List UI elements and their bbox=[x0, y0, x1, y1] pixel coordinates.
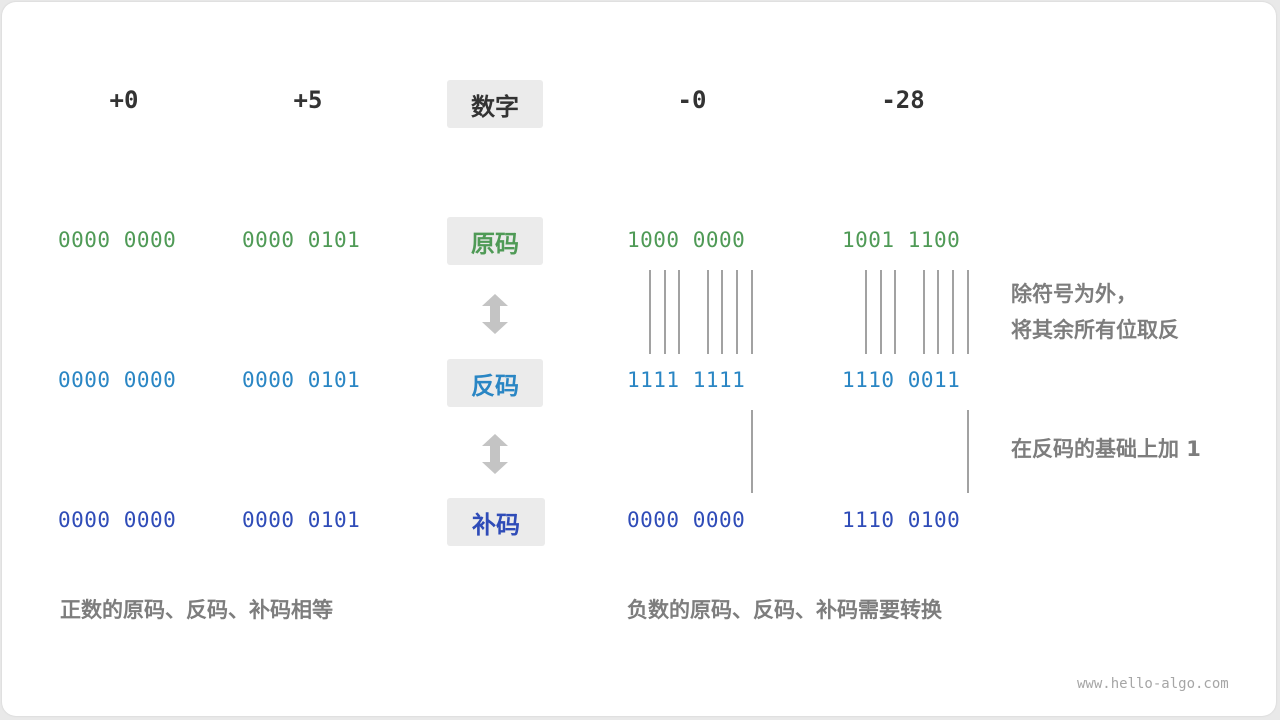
double-arrow-icon bbox=[482, 294, 508, 334]
label-number-header: 数字 bbox=[447, 80, 543, 128]
ones-complement-pos5: 0000 0101 bbox=[242, 368, 361, 392]
label-twos-complement: 补码 bbox=[447, 498, 545, 546]
label-ones-complement: 反码 bbox=[447, 359, 543, 407]
twos-complement-neg28: 1110 0100 bbox=[842, 508, 961, 532]
note-add-one: 在反码的基础上加 1 bbox=[1011, 437, 1201, 461]
twos-complement-pos0: 0000 0000 bbox=[58, 508, 177, 532]
caption-negative: 负数的原码、反码、补码需要转换 bbox=[627, 598, 942, 622]
double-arrow-icon bbox=[482, 434, 508, 474]
twos-complement-neg0: 0000 0000 bbox=[627, 508, 746, 532]
twos-complement-pos5: 0000 0101 bbox=[242, 508, 361, 532]
label-sign-magnitude: 原码 bbox=[447, 217, 543, 265]
sign-magnitude-neg0: 1000 0000 bbox=[627, 228, 746, 252]
number-pos0: +0 bbox=[109, 86, 139, 114]
number-neg0: -0 bbox=[677, 86, 707, 114]
number-neg28: -28 bbox=[881, 86, 925, 114]
ones-complement-neg0: 1111 1111 bbox=[627, 368, 746, 392]
number-pos5: +5 bbox=[293, 86, 323, 114]
sign-magnitude-pos5: 0000 0101 bbox=[242, 228, 361, 252]
ones-complement-neg28: 1110 0011 bbox=[842, 368, 961, 392]
note-invert-line1: 除符号为外， bbox=[1011, 282, 1137, 306]
sign-magnitude-pos0: 0000 0000 bbox=[58, 228, 177, 252]
watermark: www.hello-algo.com bbox=[1077, 676, 1229, 692]
ones-complement-pos0: 0000 0000 bbox=[58, 368, 177, 392]
caption-positive: 正数的原码、反码、补码相等 bbox=[60, 598, 333, 622]
sign-magnitude-neg28: 1001 1100 bbox=[842, 228, 961, 252]
note-invert-line2: 将其余所有位取反 bbox=[1011, 318, 1179, 342]
